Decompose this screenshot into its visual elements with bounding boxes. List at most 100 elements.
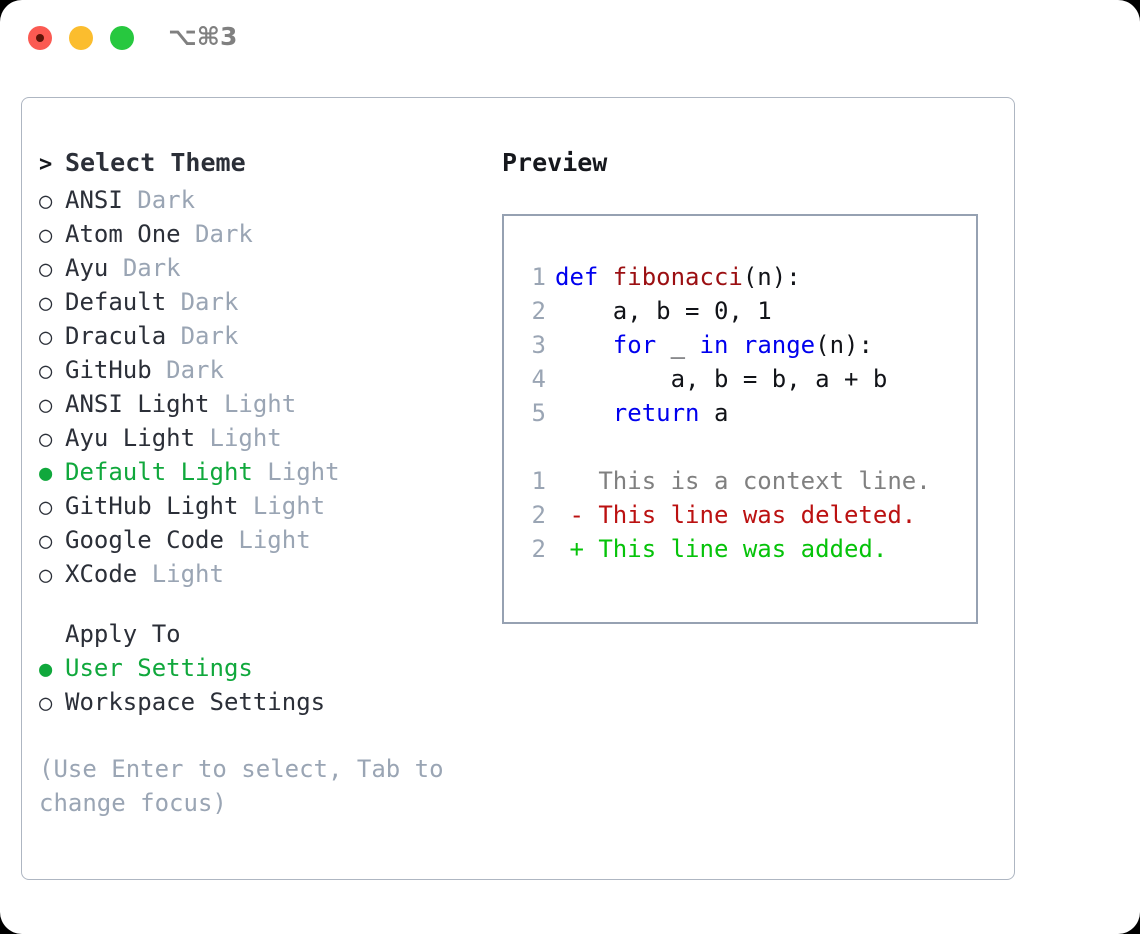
keyboard-hint: (Use Enter to select, Tab to change focu…: [39, 752, 449, 820]
theme-option-ansi-light[interactable]: ○ANSI Light Light: [39, 390, 469, 424]
radio-unselected-icon: ○: [39, 563, 53, 588]
radio-unselected-icon: ○: [39, 427, 53, 452]
line-number: 2: [531, 535, 546, 563]
line-number: 5: [531, 399, 546, 427]
theme-option-tag: Dark: [122, 254, 181, 282]
code-token: [555, 399, 613, 427]
theme-option-tag: Light: [267, 458, 340, 486]
diff-text: - This line was deleted.: [555, 501, 917, 529]
theme-list-header: > Select Theme: [39, 148, 469, 186]
line-number: 3: [531, 331, 546, 359]
theme-option-ansi[interactable]: ○ ANSI Dark: [39, 186, 469, 220]
theme-option-ayu[interactable]: ○ Ayu Dark: [39, 254, 469, 288]
theme-option-label: Ayu: [65, 254, 109, 282]
theme-option-default[interactable]: ○ Default Dark: [39, 288, 469, 322]
maximize-button[interactable]: [110, 26, 134, 50]
theme-option-tag: Dark: [180, 288, 239, 316]
theme-option-ayu-light[interactable]: ○ Ayu Light Light: [39, 424, 469, 458]
line-number: 2: [531, 501, 546, 529]
theme-option-label: Dracula: [65, 322, 167, 350]
theme-option-label: Default: [65, 288, 167, 316]
apply-to-option-user-settings[interactable]: ●User Settings: [39, 654, 469, 688]
diff-text: + This line was added.: [555, 535, 888, 563]
diff-line: 2 + This line was added.: [516, 532, 976, 566]
theme-option-tag: Dark: [180, 322, 239, 350]
minimize-button[interactable]: [69, 26, 93, 50]
line-number: 2: [531, 297, 546, 325]
code-token: [555, 331, 613, 359]
theme-options-list: ○ ANSI Dark ○ Atom One Dark ○ Ayu Dark ○ Defaul…: [39, 186, 469, 594]
diff-line: 1 This is a context line.: [516, 464, 976, 498]
theme-option-github-light[interactable]: ○GitHub Light Light: [39, 492, 469, 526]
theme-option-label: GitHub Light: [65, 492, 239, 520]
radio-unselected-icon: ○: [39, 325, 53, 350]
prompt-caret-icon: >: [39, 152, 53, 177]
code-token: (n):: [742, 263, 801, 291]
code-token: def: [555, 263, 613, 291]
diff-line: 2 - This line was deleted.: [516, 498, 976, 532]
radio-unselected-icon: ○: [39, 257, 53, 282]
theme-option-google-code[interactable]: ○Google Code Light: [39, 526, 469, 560]
apply-to-header: Apply To: [39, 620, 469, 654]
theme-option-label: ANSI: [65, 186, 123, 214]
theme-option-label: Google Code: [65, 526, 224, 554]
radio-unselected-icon: ○: [39, 393, 53, 418]
code-token: _: [656, 331, 700, 359]
code-token: a: [699, 399, 729, 427]
code-token: (n):: [815, 331, 873, 359]
theme-list-column: > Select Theme ○ANSI Dark○Atom One Dark○…: [39, 148, 469, 820]
radio-selected-icon: ●: [39, 461, 53, 486]
radio-unselected-icon: ○: [39, 495, 53, 520]
diff-text: This is a context line.: [555, 467, 931, 495]
line-number: 4: [531, 365, 546, 393]
keyboard-hint-line-2: change focus): [39, 789, 227, 817]
code-line: 3 for _ in range(n):: [516, 328, 976, 362]
keyboard-shortcut-label: ⌥⌘3: [168, 22, 238, 51]
theme-option-label: Atom One: [65, 220, 181, 248]
theme-selector-panel: > Select Theme ○ANSI Dark○Atom One Dark○…: [21, 97, 1015, 880]
apply-to-title: Apply To: [65, 620, 181, 648]
code-token: a, b = b, a + b: [555, 365, 888, 393]
theme-list-title: Select Theme: [65, 148, 246, 177]
radio-unselected-icon: ○: [39, 223, 53, 248]
close-button[interactable]: [28, 26, 52, 50]
apply-to-option-workspace-settings[interactable]: ○Workspace Settings: [39, 688, 469, 722]
theme-option-label: GitHub: [65, 356, 152, 384]
theme-option-dracula[interactable]: ○ Dracula Dark: [39, 322, 469, 356]
radio-unselected-icon: ○: [39, 529, 53, 554]
theme-option-tag: Light: [151, 560, 224, 588]
radio-unselected-icon: ○: [39, 189, 53, 214]
line-number: 1: [531, 467, 546, 495]
theme-option-tag: Dark: [195, 220, 253, 248]
theme-option-tag: Light: [209, 424, 282, 452]
traffic-lights: [28, 26, 134, 50]
code-line: 4 a, b = b, a + b: [516, 362, 976, 396]
radio-unselected-icon: ○: [39, 359, 53, 384]
radio-unselected-icon: ○: [39, 291, 53, 316]
code-token: return: [612, 399, 700, 427]
theme-option-atom-one[interactable]: ○ Atom One Dark: [39, 220, 469, 254]
line-number: 1: [531, 263, 546, 291]
theme-option-github[interactable]: ○ GitHub Dark: [39, 356, 469, 390]
theme-option-tag: Dark: [166, 356, 224, 384]
theme-option-label: ANSI Light: [65, 390, 210, 418]
code-token: in: [699, 331, 729, 359]
theme-option-tag: Dark: [137, 186, 196, 214]
apply-to-options-list: ●User Settings○Workspace Settings: [39, 654, 469, 722]
code-token: range: [742, 331, 816, 359]
theme-option-default-light[interactable]: ● Default Light Light: [39, 458, 469, 492]
keyboard-hint-line-1: (Use Enter to select, Tab to: [39, 755, 444, 783]
code-token: for: [612, 331, 657, 359]
apply-to-option-label: User Settings: [65, 654, 253, 682]
code-diff-separator: [516, 430, 976, 464]
code-line: 5 return a: [516, 396, 976, 430]
apply-to-option-label: Workspace Settings: [65, 688, 326, 716]
theme-option-label: Default Light: [65, 458, 253, 486]
theme-option-label: XCode: [65, 560, 138, 588]
theme-option-xcode[interactable]: ○ XCode Light: [39, 560, 469, 594]
theme-option-label: Ayu Light: [65, 424, 196, 452]
